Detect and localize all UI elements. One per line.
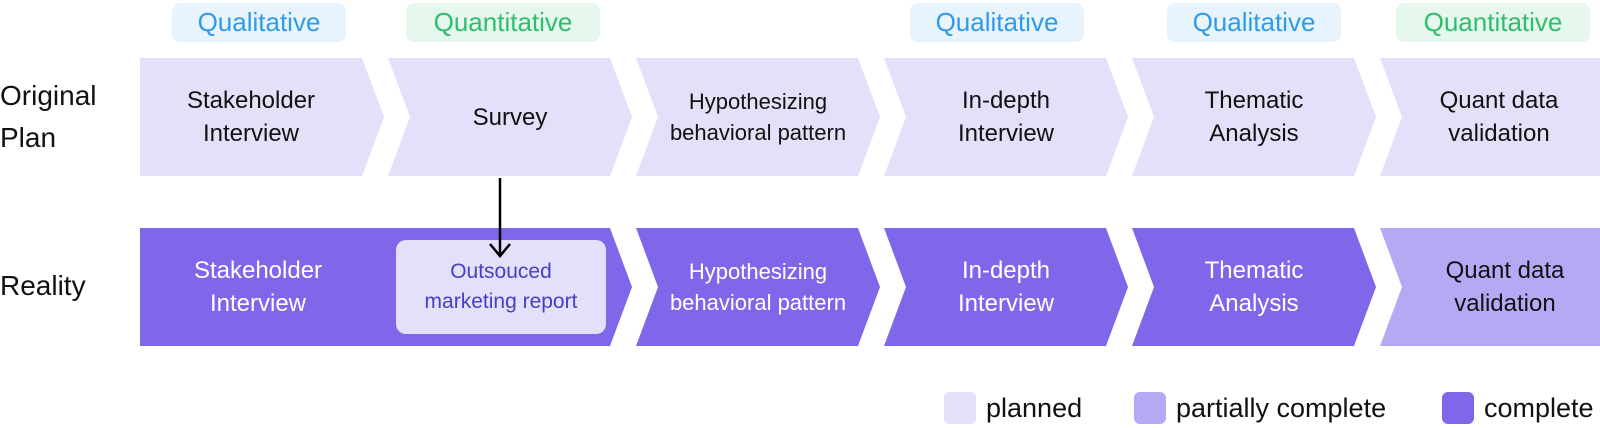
step-label-line: Quant data — [1445, 257, 1565, 284]
step-label-line: Hypothesizing — [688, 89, 828, 114]
step-label-line: Analysis — [1209, 120, 1299, 147]
row-label-reality: Reality — [0, 270, 86, 301]
replacement-label-line: marketing report — [424, 290, 578, 313]
step-label-line: In-depth — [961, 257, 1051, 284]
row-label-line: Plan — [0, 122, 57, 153]
method-badge-quantitative: Quantitative — [406, 3, 600, 42]
step-label-line: Interview — [209, 290, 307, 317]
step-label-line: In-depth — [961, 87, 1051, 114]
step-label-line: behavioral pattern — [669, 120, 847, 145]
step-label-line: Stakeholder — [193, 257, 323, 284]
step-label-line: Thematic — [1204, 257, 1304, 284]
legend-label: complete — [1484, 392, 1594, 423]
step-label-line: Hypothesizing — [688, 259, 828, 284]
step-label-line: Interview — [202, 120, 300, 147]
legend-label: planned — [986, 392, 1083, 423]
row-label-original-plan: Original Plan — [0, 75, 96, 159]
step-label-line: Interview — [957, 290, 1055, 317]
reality-step-hypothesizing: Hypothesizing behavioral pattern — [636, 228, 880, 346]
legend-swatch — [1442, 392, 1474, 424]
method-badge-qualitative: Qualitative — [910, 3, 1084, 42]
step-label-line: Quant data — [1439, 87, 1559, 114]
plan-step-hypothesizing: Hypothesizing behavioral pattern — [636, 58, 880, 176]
step-label-line: Analysis — [1209, 290, 1299, 317]
method-badge-qualitative: Qualitative — [172, 3, 346, 42]
legend-swatch — [1134, 392, 1166, 424]
legend-item-complete: complete — [1442, 391, 1594, 425]
step-label-line: behavioral pattern — [669, 290, 847, 315]
step-label-line: Survey — [472, 103, 548, 131]
method-badge-quantitative: Quantitative — [1396, 3, 1590, 42]
legend-item-partially-complete: partially complete — [1134, 391, 1386, 425]
step-label-line: Stakeholder — [186, 87, 316, 114]
reality-step-quant-data-validation: Quant data validation — [1380, 228, 1600, 346]
step-label-line: validation — [1454, 290, 1556, 317]
replacement-label-line: Outsouced — [450, 260, 552, 283]
replacement-arrow — [489, 178, 511, 258]
plan-step-quant-data-validation: Quant data validation — [1380, 58, 1600, 176]
method-badge-qualitative: Qualitative — [1167, 3, 1341, 42]
legend-item-planned: planned — [944, 391, 1082, 425]
legend-swatch — [944, 392, 976, 424]
step-label-line: Interview — [957, 120, 1055, 147]
step-label-line: validation — [1448, 120, 1550, 147]
step-label-line: Thematic — [1204, 87, 1304, 114]
plan-step-survey: Survey — [388, 58, 632, 176]
legend-label: partially complete — [1176, 392, 1387, 423]
row-label-line: Original — [0, 80, 97, 111]
